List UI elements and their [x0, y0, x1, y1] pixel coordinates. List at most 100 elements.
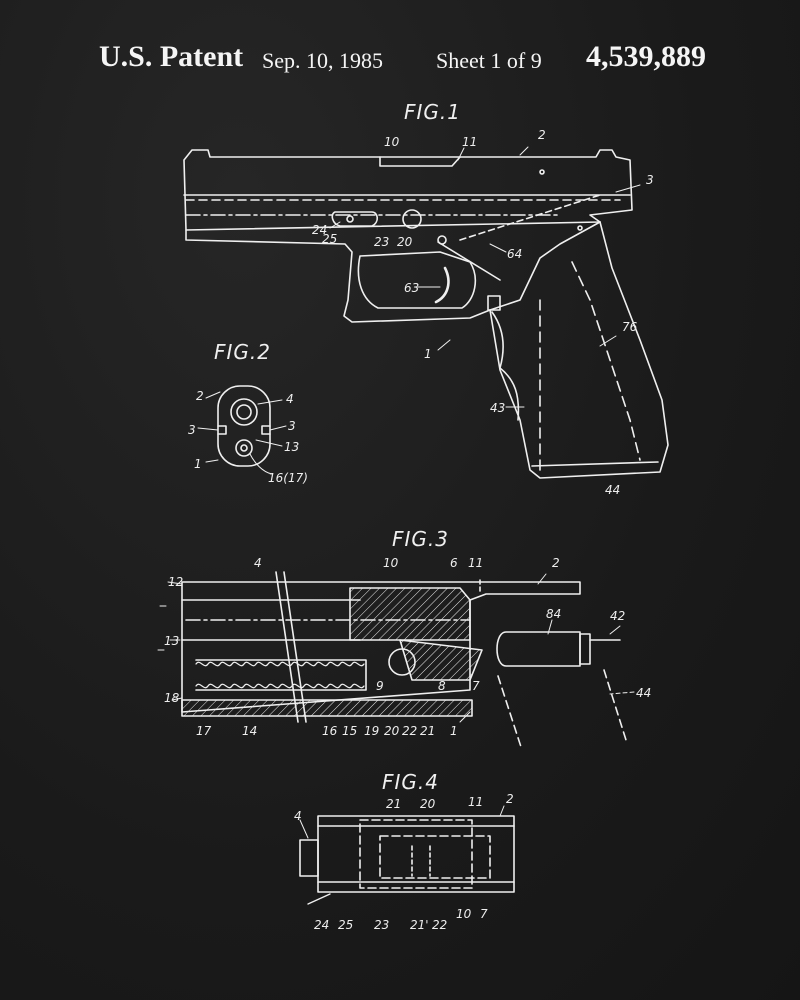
sheet-indicator: Sheet 1 of 9 [436, 48, 542, 73]
fig1-ref-3: 3 [646, 173, 654, 187]
fig3-ref-12: 12 [168, 575, 183, 589]
fig3-ref-84: 84 [546, 607, 561, 621]
trigger-guard [357, 251, 477, 309]
slot-hidden [411, 845, 431, 877]
pistol-frame [185, 221, 601, 323]
feed-ramp-hidden [497, 675, 523, 751]
guide-rod-end [235, 439, 253, 457]
locking-block-hatched [349, 587, 471, 641]
recoil-spring-coil [195, 661, 365, 667]
fig2-ref-3-left: 3 [188, 423, 196, 437]
trigger [434, 266, 450, 304]
fig3-ref-13: 13 [164, 634, 179, 648]
frame-rail-hatched [181, 699, 473, 717]
patent-title: U.S. Patent [99, 40, 244, 73]
cartridge-case [496, 631, 581, 667]
fig1-ref-64: 64 [507, 247, 522, 261]
fig1-ref-1: 1 [424, 347, 432, 361]
fig4-ref-23: 23 [374, 918, 389, 932]
fig4-ref-10: 10 [456, 907, 472, 921]
fig4-ref-21-prime: 21' [410, 918, 429, 932]
slide-stop-lever [331, 211, 379, 227]
fig4-ref-2: 2 [506, 792, 514, 806]
cartridge-rim [579, 633, 591, 665]
cross-pin [388, 648, 416, 676]
fig1-ref-43: 43 [490, 401, 505, 415]
fig3-ref-10: 10 [383, 556, 399, 570]
grip-finger-grooves [491, 311, 520, 421]
fig1-ref-23: 23 [374, 235, 389, 249]
fig3-ref-15: 15 [342, 724, 357, 738]
fig2-ref-1: 1 [194, 457, 202, 471]
section-break-line-a [275, 571, 299, 723]
fig1-ref-24: 24 [312, 223, 327, 237]
slide-stop-lever-fig4 [307, 893, 331, 905]
fig1-ref-20: 20 [397, 235, 413, 249]
fig3-ref-44: 44 [636, 686, 651, 700]
magazine-well-hidden [571, 261, 641, 461]
fig1-ref-2: 2 [538, 128, 546, 142]
patent-number: 4,539,889 [586, 40, 706, 73]
barrel-bore-outer [230, 398, 258, 426]
fig4-ref-20: 20 [420, 797, 436, 811]
fig1-pistol-drawing [183, 146, 669, 479]
barrel-bore-inner [236, 404, 252, 420]
fig3-ref-11: 11 [468, 556, 483, 570]
rail-left [217, 425, 227, 435]
recoil-spring-housing [195, 659, 367, 691]
fig2-ref-13: 13 [284, 440, 299, 454]
fig4-ref-4: 4 [294, 809, 302, 823]
slide-bottom-outline [317, 815, 515, 893]
fig3-ref-14: 14 [242, 724, 257, 738]
pistol-grip [489, 221, 669, 479]
fig1-ref-10: 10 [384, 135, 400, 149]
fig3-ref-9: 9 [376, 679, 384, 693]
trigger-bar [437, 241, 501, 281]
fig3-ref-4: 4 [254, 556, 262, 570]
fig4-ref-21: 21 [386, 797, 401, 811]
fig2-ref-16-17: 16(17) [268, 471, 308, 485]
fig4-ref-25: 25 [338, 918, 353, 932]
fig4-bottom-view-drawing [299, 805, 515, 905]
magazine-hidden [603, 669, 627, 741]
frame-pin [577, 225, 583, 231]
patent-date: Sep. 10, 1985 [262, 48, 383, 73]
fig3-ref-18: 18 [164, 691, 180, 705]
fig1-ref-76: 76 [622, 320, 638, 334]
patent-header: U.S. Patent Sep. 10, 1985 Sheet 1 of 9 4… [0, 40, 800, 84]
lever-pivot [346, 215, 354, 223]
fig3-ref-7: 7 [472, 679, 480, 693]
fig4-ref-11: 11 [468, 795, 483, 809]
fig4-reference-numerals: 21 20 11 2 4 24 25 23 21' 22 10 7 [294, 792, 514, 932]
fig3-ref-42: 42 [610, 609, 625, 623]
fig3-ref-16: 16 [322, 724, 338, 738]
fig3-label: FIG.3 [392, 527, 449, 551]
fig1-ref-11: 11 [462, 135, 477, 149]
fig2-ref-2: 2 [196, 389, 204, 403]
rail-right [261, 425, 271, 435]
fig3-ref-20: 20 [384, 724, 400, 738]
fig1-reference-numerals: 10 11 2 3 24 25 23 20 64 63 1 76 43 44 [312, 128, 654, 497]
trigger-pin [437, 235, 447, 245]
fig3-ref-19: 19 [364, 724, 379, 738]
section-break-line-b [283, 571, 307, 723]
takedown-button [402, 209, 422, 229]
guide-spring-coil [195, 683, 365, 689]
trigger-bar-hidden [459, 194, 601, 241]
fig4-ref-7: 7 [480, 907, 488, 921]
fig2-ref-4: 4 [286, 392, 294, 406]
fig3-ref-2: 2 [552, 556, 560, 570]
fig1-label: FIG.1 [404, 100, 461, 124]
fig2-reference-numerals: 2 4 3 3 13 1 16(17) [188, 389, 308, 485]
fig4-ref-22: 22 [432, 918, 447, 932]
fig3-ref-17: 17 [196, 724, 212, 738]
fig2-label: FIG.2 [214, 340, 271, 364]
barrel-hidden [379, 835, 491, 879]
fig4-ref-24: 24 [314, 918, 329, 932]
fig3-ref-1: 1 [450, 724, 458, 738]
fig1-ref-63: 63 [404, 281, 419, 295]
fig2-end-view-drawing [197, 385, 287, 475]
pistol-slide [183, 149, 633, 231]
fig3-section-drawing [157, 571, 635, 751]
